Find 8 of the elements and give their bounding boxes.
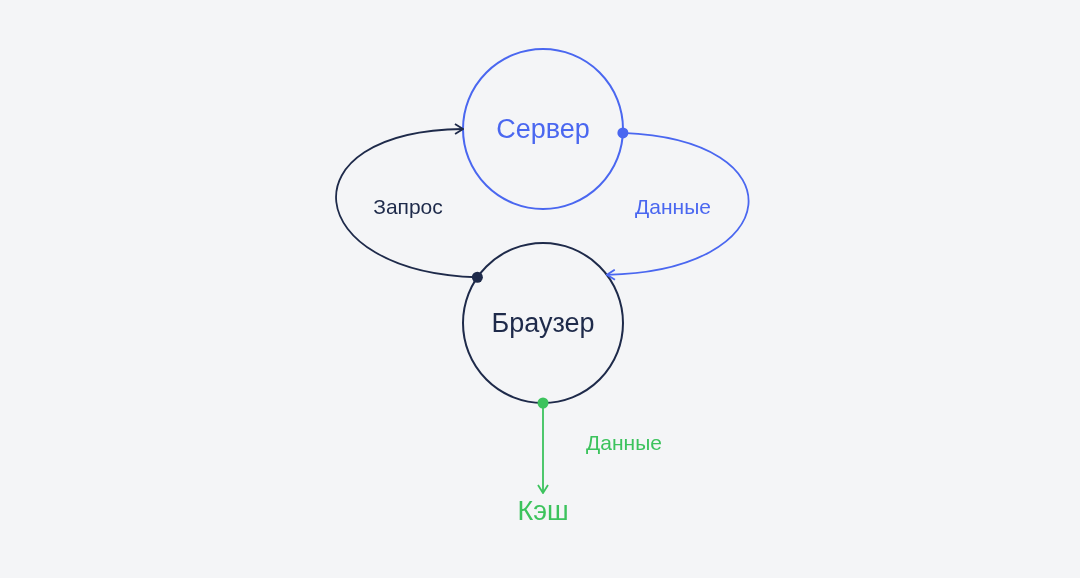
node-label: Сервер bbox=[496, 112, 590, 146]
arrow bbox=[537, 397, 549, 494]
node-label: Кэш bbox=[517, 494, 569, 528]
node-circle bbox=[462, 242, 624, 404]
node-label: Браузер bbox=[491, 306, 595, 340]
arrow bbox=[606, 127, 750, 281]
node-circle bbox=[462, 48, 624, 210]
arrow bbox=[335, 123, 483, 283]
